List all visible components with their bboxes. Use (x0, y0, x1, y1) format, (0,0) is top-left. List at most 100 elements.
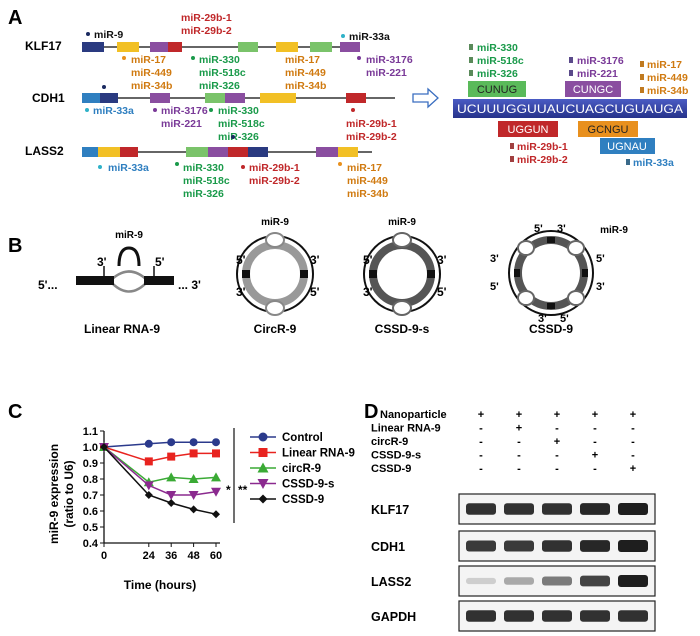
mirna-label: miR-9 (115, 230, 143, 241)
condition-sign: - (517, 436, 521, 448)
data-point (189, 505, 198, 514)
seed-text: UGNAU (607, 141, 647, 153)
bulge (265, 232, 285, 248)
blot-band (466, 540, 496, 552)
condition-sign: + (630, 463, 636, 475)
end-label: 5' (596, 253, 605, 265)
blot-band (542, 540, 572, 552)
mirna-label: miR-9 (94, 29, 123, 41)
junction (369, 270, 377, 278)
mirna-label: miR-330 (218, 105, 259, 117)
segment (98, 147, 120, 157)
condition-sign: + (516, 423, 522, 435)
blot-band (504, 540, 534, 552)
junction (514, 269, 520, 277)
mirna-label: miR-29b-1 (346, 118, 397, 130)
construct-name: CircR-9 (254, 322, 297, 336)
seed-group-green: miR-330 miR-518c miR-326 CUNUG (468, 42, 526, 97)
junction (427, 270, 435, 278)
construct-name: Linear RNA-9 (84, 322, 160, 336)
legend-marker (640, 87, 644, 93)
construct-cssd9: miR-9 5' 3' 3' 5' 5' 3' 3' 5' CSSD-9 (490, 223, 628, 336)
construct-name: CSSD-9 (529, 322, 573, 336)
blot-band (618, 540, 648, 552)
end-label: 3' (236, 285, 246, 299)
junction (582, 269, 588, 277)
site-dot (86, 32, 90, 36)
mirna-label: miR-9 (261, 217, 289, 228)
segment (82, 147, 98, 157)
bulge (265, 300, 285, 316)
mirna-label: miR-29b-2 (517, 154, 568, 166)
panel-a-label: A (8, 7, 22, 29)
y-axis-label-line1: miR-9 expression (47, 444, 61, 544)
segment (260, 93, 296, 103)
x-tick-label: 48 (187, 550, 199, 562)
end-label: ... 3' (178, 278, 201, 292)
legend-marker (469, 70, 473, 76)
junction (547, 237, 555, 243)
site-dot (357, 56, 361, 60)
segment (186, 147, 208, 157)
bulge (567, 240, 585, 256)
strand (144, 276, 174, 285)
y-tick-label: 0.9 (83, 458, 98, 470)
legend-marker (626, 159, 630, 165)
data-point (257, 462, 269, 473)
data-point (211, 472, 221, 482)
legend-label: Control (282, 432, 323, 444)
x-tick-label: 60 (210, 550, 222, 562)
end-label: 5' (560, 313, 569, 325)
blot-band (504, 577, 534, 585)
target-sequence: UCUUUGGUUAUCUAGCUGUAUGA (457, 104, 683, 116)
data-point (166, 472, 177, 482)
data-point (167, 438, 176, 447)
site-dot (241, 165, 245, 169)
seed-group-orange-labels: miR-17 miR-449 miR-34b (640, 59, 688, 97)
condition-sign: - (593, 463, 597, 475)
bulge (392, 300, 412, 316)
mirna-label: miR-3176 (161, 105, 208, 117)
segment (248, 147, 268, 157)
data-point (258, 432, 268, 442)
condition-sign: - (593, 436, 597, 448)
seed-box (565, 81, 621, 97)
end-label: 3' (97, 255, 107, 269)
panel-d-label: D (364, 401, 378, 423)
condition-sign: - (631, 423, 635, 435)
data-point (143, 481, 154, 491)
data-point (166, 491, 177, 500)
data-point (188, 491, 199, 500)
end-label: 5' (490, 281, 499, 293)
condition-label: CSSD-9-s (371, 450, 421, 462)
mirna-label: miR-34b (347, 188, 388, 200)
mirna-label: miR-221 (577, 68, 618, 80)
mirna-label: miR-518c (477, 55, 524, 67)
series-line (103, 446, 217, 496)
mirna-label: miR-17 (647, 59, 682, 71)
blot-band (466, 577, 496, 585)
y-tick-label: 0.6 (83, 506, 98, 518)
mirna-label: miR-34b (131, 80, 172, 92)
site-dot (98, 165, 102, 169)
blot-band (580, 575, 610, 587)
mirna-label: miR-34b (647, 85, 688, 97)
mirna-label: miR-326 (183, 188, 224, 200)
panel-d: D Nanoparticle+++++Linear RNA-9-+---circ… (364, 401, 656, 632)
end-label: 3' (557, 223, 566, 235)
y-tick-label: 0.5 (83, 522, 98, 534)
legend-marker (569, 70, 573, 76)
data-point (258, 494, 268, 504)
segment (208, 147, 228, 157)
mirna-label: miR-518c (183, 175, 230, 187)
site-dot (209, 108, 213, 112)
segment (82, 42, 104, 52)
junction (242, 270, 250, 278)
condition-label: CSSD-9 (371, 463, 411, 475)
mirna-label: miR-221 (366, 67, 407, 79)
mirna-label: miR-9 (388, 217, 416, 228)
seed-text: UGGUN (508, 124, 549, 136)
end-label: 3' (310, 253, 320, 267)
seed-text: CUNGC (573, 84, 613, 96)
segment (238, 42, 258, 52)
